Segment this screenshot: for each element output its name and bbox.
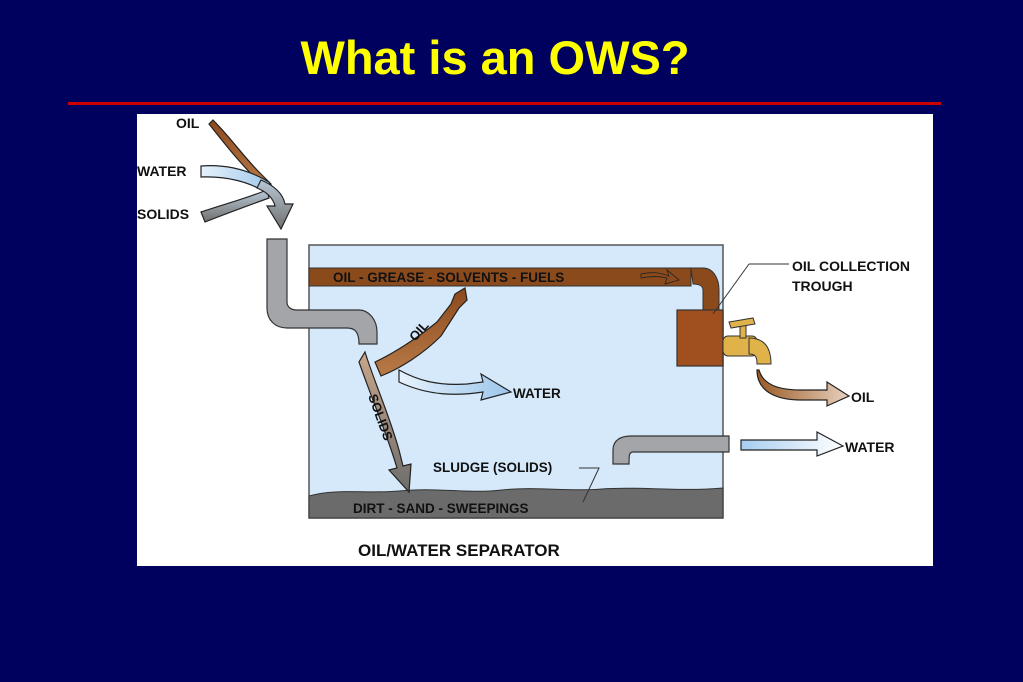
oil-faucet (722, 317, 772, 365)
oil-collection-trough: OIL COLLECTION TROUGH (640, 258, 910, 367)
internal-flows: OIL WATER SOLIDS (358, 287, 561, 494)
trough-label-line2: TROUGH (792, 278, 853, 294)
trough-box (676, 309, 724, 367)
dirt-layer (308, 487, 724, 519)
ows-diagram: OIL WATER SOLIDS OIL - GREASE - SOLVENTS… (137, 114, 933, 566)
output-oil-label: OIL (851, 389, 875, 405)
trough-label-line1: OIL COLLECTION (792, 258, 910, 274)
separator-tank: OIL - GREASE - SOLVENTS - FUELS DIRT - S… (308, 244, 724, 519)
output-water-label: WATER (845, 439, 895, 455)
oil-layer (308, 267, 692, 287)
oil-output-arrow (756, 369, 851, 407)
oil-overflow-arrow (640, 268, 680, 285)
combined-input-arrow (256, 179, 294, 231)
diagram-caption: OIL/WATER SEPARATOR (358, 541, 560, 560)
solids-input-arrow (200, 189, 270, 223)
dirt-layer-label: DIRT - SAND - SWEEPINGS (353, 501, 529, 516)
input-water-label: WATER (137, 163, 187, 179)
sludge-label: SLUDGE (SOLIDS) (433, 460, 552, 475)
inlet-pipe (266, 238, 378, 345)
tank-water (309, 245, 723, 518)
faucet-handle (728, 317, 756, 329)
water-flow-arrow (398, 368, 513, 401)
trough-leader-line (712, 263, 750, 315)
faucet-spout (748, 337, 772, 365)
flow-water-label: WATER (513, 386, 561, 401)
sludge-leader-line (579, 467, 600, 503)
input-solids-label: SOLIDS (137, 206, 189, 222)
outlet-pipe (612, 435, 730, 465)
solids-falling-arrow (358, 350, 412, 494)
oil-rising-arrow (374, 287, 468, 377)
oil-layer-label: OIL - GREASE - SOLVENTS - FUELS (333, 270, 564, 285)
input-streams: OIL WATER SOLIDS (137, 115, 294, 231)
input-oil-label: OIL (176, 115, 200, 131)
slide-title: What is an OWS? (300, 31, 690, 84)
water-output-arrow (740, 430, 845, 457)
title-divider (68, 102, 941, 105)
